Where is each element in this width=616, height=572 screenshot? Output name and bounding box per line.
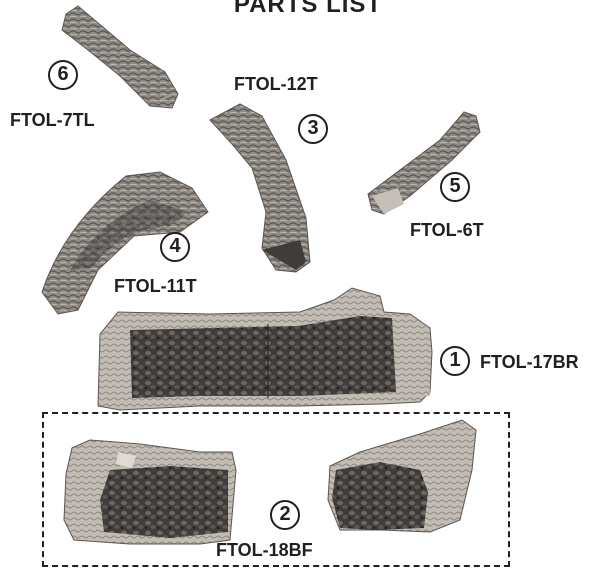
part-number-5: 5	[440, 172, 470, 202]
part-number-2: 2	[270, 500, 300, 530]
part-code-6: FTOL-7TL	[10, 110, 95, 131]
log-ftol-12t	[210, 104, 310, 272]
part-code-2: FTOL-18BF	[216, 540, 313, 561]
log-ftol-17br	[98, 288, 432, 410]
part-code-4: FTOL-11T	[114, 276, 197, 297]
part-number-6: 6	[48, 60, 78, 90]
log-ftol-7tl	[62, 6, 178, 108]
part-number-3: 3	[298, 114, 328, 144]
part-number-4: 4	[160, 232, 190, 262]
part-code-3: FTOL-12T	[234, 74, 318, 95]
part-code-5: FTOL-6T	[410, 220, 484, 241]
part-number-1: 1	[440, 346, 470, 376]
part-code-1: FTOL-17BR	[480, 352, 579, 373]
